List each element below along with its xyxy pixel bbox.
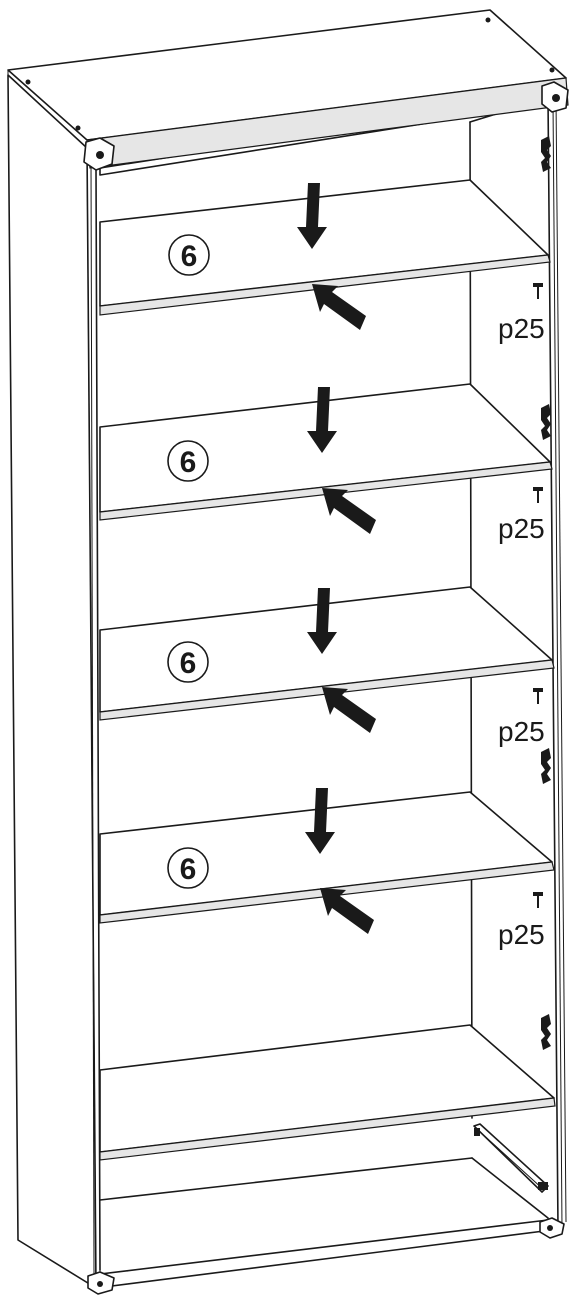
part-number-label: 6 (180, 446, 197, 479)
hardware-label: p25 (498, 313, 545, 344)
fixed-shelf (99, 1024, 556, 1161)
part-callout-shelf-1: 6 (168, 234, 210, 276)
left-side-panel (7, 74, 101, 1289)
drawer-runner-icon (473, 1123, 549, 1193)
part-number-label: 6 (180, 647, 197, 680)
part-callout-shelf-3: 6 (167, 641, 209, 683)
cam-connector-icon (83, 81, 569, 171)
part-number-label: 6 (180, 853, 197, 886)
hardware-label: p25 (498, 513, 545, 544)
part-callout-shelf-4: 6 (167, 847, 209, 889)
shelf-pin-icon (533, 283, 543, 908)
hardware-label: p25 (498, 919, 545, 950)
hardware-label: p25 (498, 716, 545, 747)
cam-connector-icon (87, 1217, 565, 1295)
hinge-icon (541, 136, 551, 1050)
down-arrow-icon (297, 183, 337, 854)
bottom-panel (91, 1157, 553, 1289)
part-number-label: 6 (181, 240, 198, 273)
part-callout-shelf-2: 6 (167, 440, 209, 482)
diagonal-arrow-icon (312, 284, 376, 934)
